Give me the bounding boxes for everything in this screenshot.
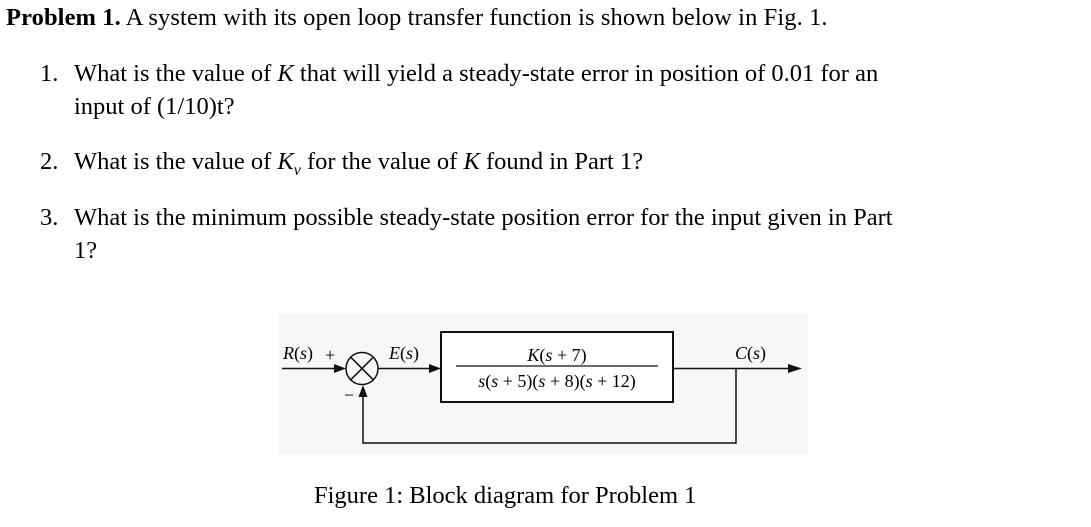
transfer-function-block	[440, 331, 674, 403]
question-number: 2.	[40, 148, 59, 175]
output-label: C(s)	[735, 344, 766, 362]
feedback-path-line	[362, 368, 737, 444]
tf-numerator: K(s + 7)	[527, 345, 587, 365]
text: found in Part 1?	[479, 148, 644, 175]
arg: (s)	[747, 343, 767, 363]
question-text-line-1: What is the value of K that will yield a…	[74, 57, 878, 90]
question-text-line-1: What is the value of Kv for the value of…	[74, 145, 643, 181]
tf-denominator: s(s + 5)(s + 8)(s + 12)	[478, 371, 636, 391]
text: What is the value of	[74, 148, 278, 175]
input-var: R	[283, 343, 294, 363]
problem-intro: A system with its open loop transfer fun…	[125, 4, 828, 31]
error-arrowhead-icon	[429, 364, 441, 373]
question-text-line-2: 1?	[74, 237, 98, 264]
question-text-line-1: What is the minimum possible steady-stat…	[74, 204, 893, 231]
output-var: C	[735, 343, 748, 363]
arg: (s)	[400, 343, 420, 363]
text: that will yield a steady-state error in …	[293, 60, 879, 87]
plus-sign: +	[325, 345, 336, 365]
output-arrowhead-icon	[788, 364, 802, 373]
input-label: R(s)	[283, 344, 313, 362]
variable-k: K	[277, 60, 294, 87]
variable-k: K	[463, 148, 480, 175]
text: for the value of	[300, 148, 464, 175]
arg: (s)	[294, 343, 314, 363]
feedback-arrowhead-icon	[358, 385, 368, 397]
question-number: 3.	[40, 204, 59, 231]
error-var: E	[389, 343, 400, 363]
input-arrowhead-icon	[334, 364, 346, 373]
question-text-line-2: input of (1/10)t?	[74, 93, 235, 120]
problem-heading: Problem 1.	[6, 4, 121, 31]
text: What is the value of	[74, 60, 278, 87]
problem-statement: Problem 1. A system with its open loop t…	[6, 4, 828, 32]
variable-k: K	[277, 148, 294, 175]
question-number: 1.	[40, 60, 59, 87]
block-diagram: R(s) + − E(s) C(s) K(s + 7) s(s + 5)(s +…	[278, 314, 808, 454]
minus-sign: −	[344, 385, 355, 405]
subscript-v: v	[293, 162, 301, 179]
block-diagram-graphics	[278, 314, 808, 454]
figure-caption: Figure 1: Block diagram for Problem 1	[314, 482, 697, 509]
error-label: E(s)	[389, 344, 419, 362]
